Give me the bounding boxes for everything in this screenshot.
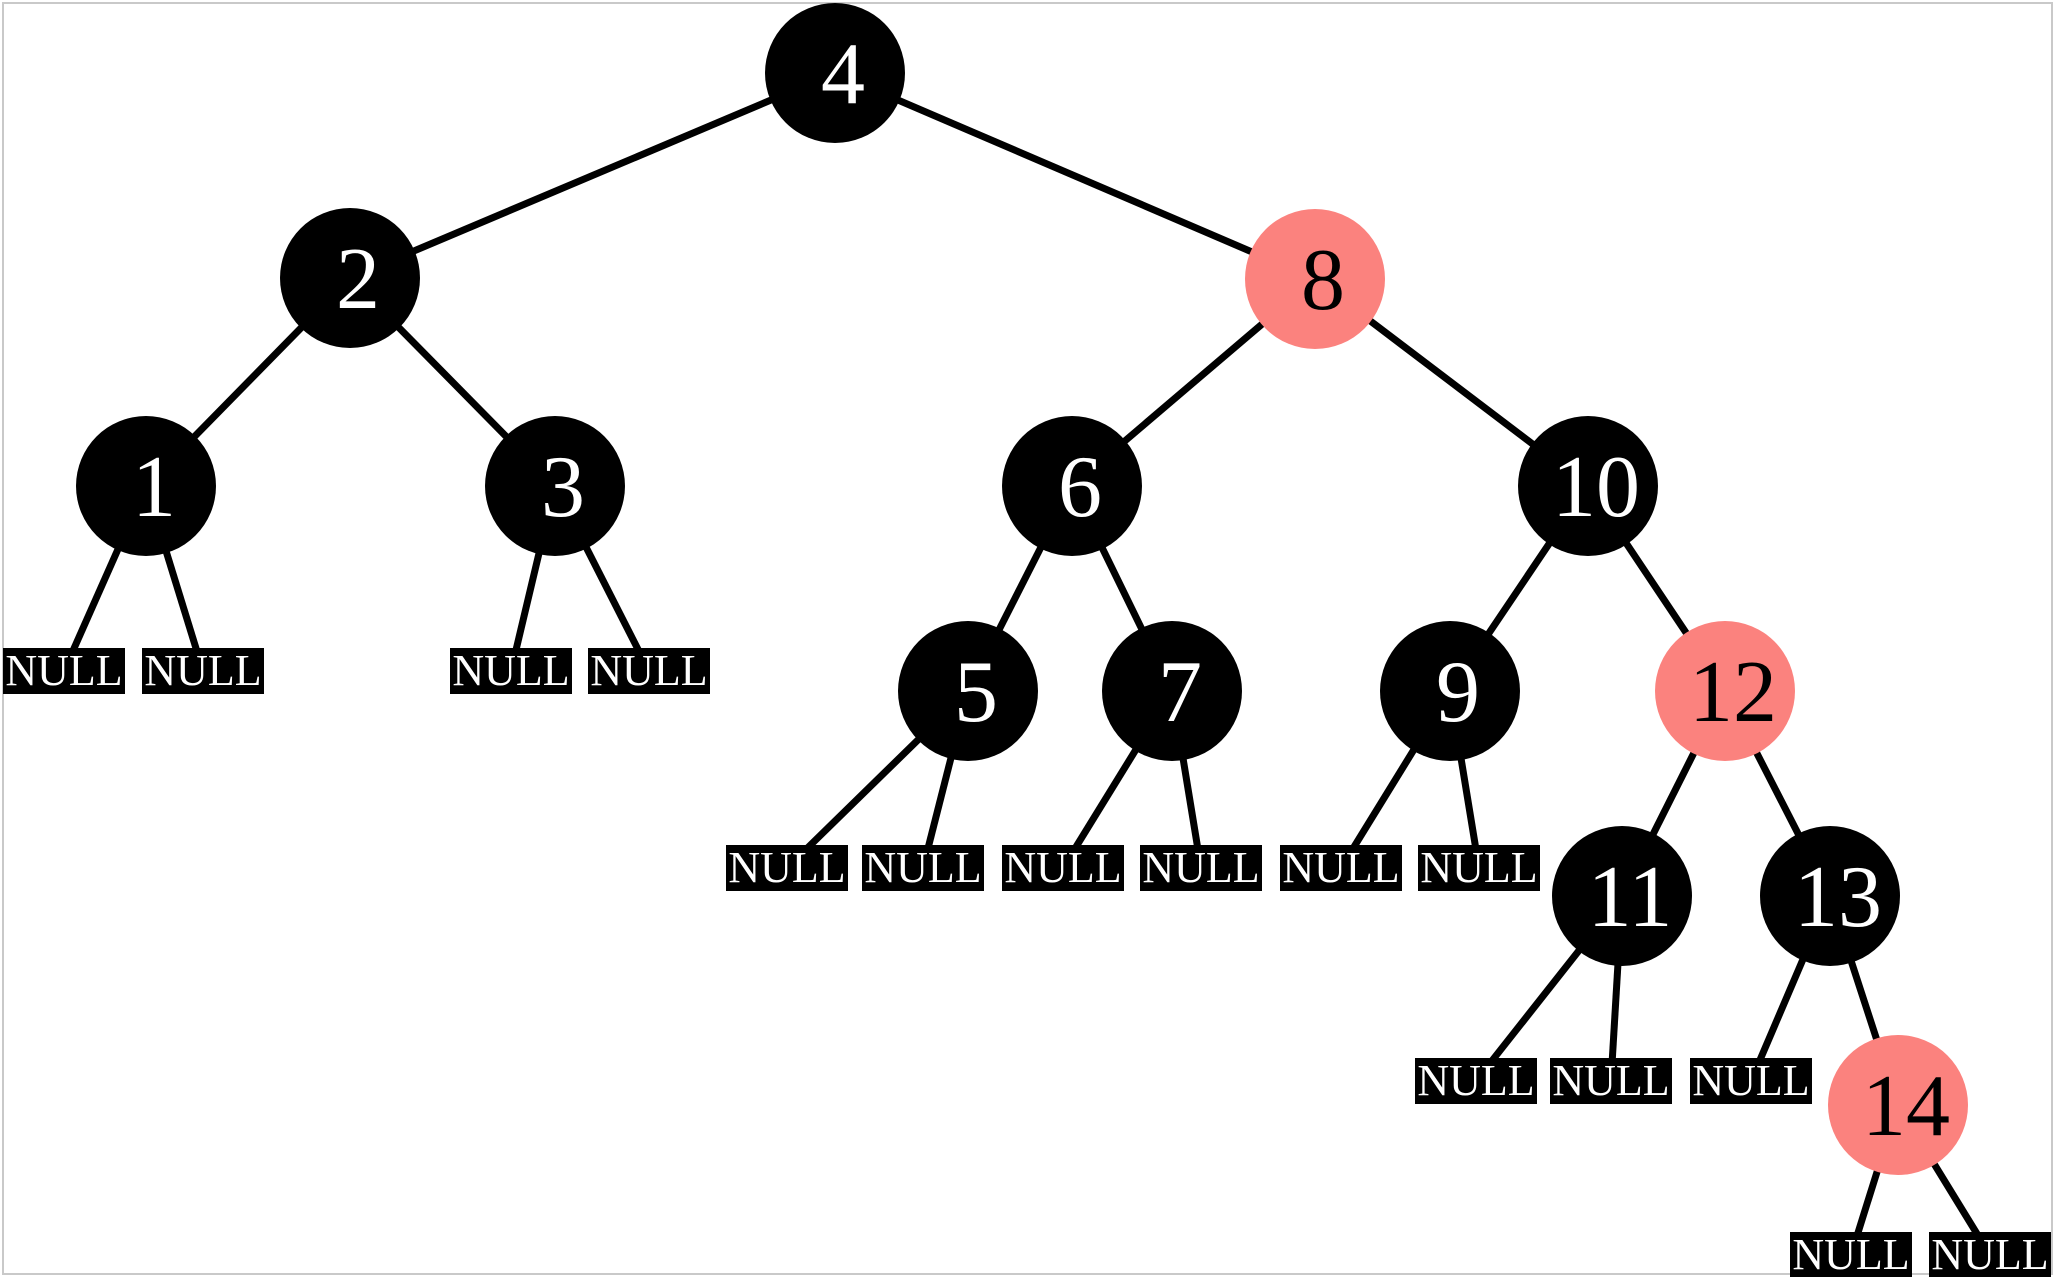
null-leaf-label: NULL [144,646,261,695]
null-leaf-label: NULL [1792,1230,1909,1277]
null-leaf-label: NULL [1931,1230,2048,1277]
tree-node-5-black [898,621,1038,761]
tree-edge-n4-n2 [348,69,837,282]
null-leaf-label: NULL [452,646,569,695]
tree-node-label: 11 [1588,849,1673,946]
null-leaf-label: NULL [1420,843,1537,892]
null-leaf-box [1929,1232,2051,1277]
null-leaf-label: NULL [5,646,122,695]
null-leaf-label: NULL [590,646,707,695]
null-leaf-box [862,845,984,891]
null-leaf-box [1140,845,1262,891]
null-leaf-box [1415,1058,1537,1104]
null-leaf-label: NULL [1004,843,1121,892]
null-leaf-box [1418,845,1540,891]
tree-node-label: 7 [1158,644,1202,741]
null-leaf-box [450,648,572,694]
tree-node-2-black [280,208,420,348]
null-leaf-label: NULL [1692,1056,1809,1105]
null-leaf-label: NULL [1142,843,1259,892]
tree-node-7-black [1102,621,1242,761]
null-leaf-box [1280,845,1402,891]
tree-node-label: 1 [132,439,176,536]
null-leaf-label: NULL [1282,843,1399,892]
null-leaf-box [1002,845,1124,891]
tree-node-6-black [1002,416,1142,556]
null-leaf-box [3,648,125,694]
tree-node-12-red [1655,621,1795,761]
null-leaf-box [1690,1058,1812,1104]
tree-node-label: 4 [821,26,865,123]
tree-node-14-red [1828,1035,1968,1175]
tree-node-label: 5 [954,644,998,741]
null-leaf-box [142,648,264,694]
tree-node-10-black [1518,416,1658,556]
tree-node-4-black [765,3,905,143]
null-leaf-label: NULL [864,843,981,892]
null-leaf-label: NULL [728,843,845,892]
tree-node-label: 6 [1058,439,1102,536]
tree-node-9-black [1380,621,1520,761]
tree-edge-n4-n8 [833,69,1317,283]
null-leaf-box [726,845,848,891]
null-leaf-box [588,648,710,694]
tree-node-1-black [76,416,216,556]
tree-node-label: 2 [336,231,380,328]
tree-node-label: 12 [1689,644,1777,741]
tree-node-label: 13 [1794,849,1882,946]
tree-node-label: 9 [1436,644,1480,741]
tree-node-8-red [1245,209,1385,349]
tree-node-label: 10 [1552,439,1640,536]
tree-node-label: 14 [1862,1058,1950,1155]
tree-node-label: 3 [541,439,585,536]
null-leaf-label: NULL [1552,1056,1669,1105]
tree-node-13-black [1760,826,1900,966]
null-leaf-label: NULL [1417,1056,1534,1105]
tree-node-label: 8 [1301,232,1345,329]
null-leaf-box [1790,1232,1912,1277]
tree-node-11-black [1552,826,1692,966]
tree-node-3-black [485,416,625,556]
null-leaf-box [1550,1058,1672,1104]
